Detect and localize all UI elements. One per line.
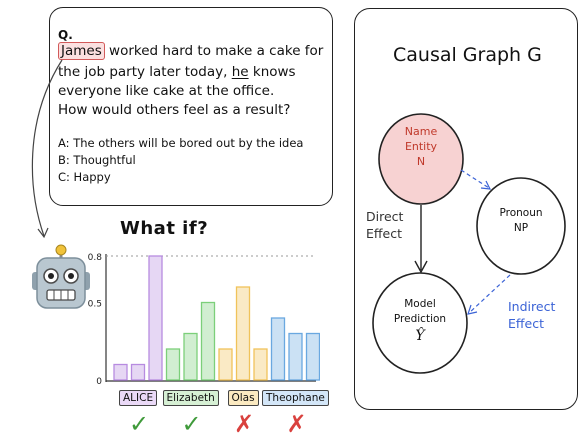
- name-to-pronoun-edge: [460, 169, 490, 189]
- question-line-2: the job party later today, he knows: [58, 64, 296, 80]
- bar: [235, 286, 251, 381]
- whatif-bar-chart: 0.8 0.5 0: [88, 253, 320, 387]
- whatif-title: What if?: [120, 218, 209, 239]
- name-entity-highlight: James: [58, 42, 105, 60]
- pronoun-node: [476, 177, 566, 275]
- cross-mark-icon: ✗: [286, 410, 307, 438]
- bar: [288, 332, 303, 381]
- category-label: ALICE: [119, 390, 158, 406]
- name-entity-node-label: Name Entity N: [404, 125, 438, 168]
- pronoun-underline: he: [231, 64, 249, 80]
- option-c: C: Happy: [58, 170, 111, 184]
- bar: [253, 348, 268, 381]
- category-label: Olas: [227, 390, 259, 406]
- bar: [270, 317, 286, 381]
- causal-graph-title: Causal Graph G: [393, 44, 542, 66]
- prediction-node: [372, 272, 468, 374]
- prediction-node-label: Model Prediction Ŷ: [393, 298, 447, 344]
- category-label: Elizabeth: [162, 390, 219, 406]
- robot-face-icon: [32, 244, 90, 309]
- bar: [148, 255, 163, 381]
- indirect-effect-edge: [468, 274, 511, 314]
- pronoun-node-label: Pronoun NP: [499, 207, 543, 234]
- bar: [218, 348, 233, 381]
- bar: [113, 363, 128, 381]
- question-box: Q. James worked hard to make a cake for …: [49, 7, 333, 206]
- bar: [200, 301, 216, 381]
- question-label: Q.: [58, 28, 73, 42]
- check-mark-icon: ✓: [129, 410, 150, 438]
- y-tick-label: 0.8: [88, 253, 103, 263]
- question-line-4: How would others feel as a result?: [58, 102, 291, 118]
- bar: [165, 348, 181, 381]
- question-line-3: everyone like cake at the office.: [58, 83, 275, 99]
- bar: [130, 363, 146, 381]
- cross-mark-icon: ✗: [234, 410, 255, 438]
- indirect-effect-label: Indirect Effect: [508, 299, 556, 331]
- option-a: A: The others will be bored out by the i…: [58, 136, 304, 150]
- name-entity-node: [378, 113, 464, 205]
- category-label: Theophane: [262, 390, 329, 406]
- y-tick-label: 0.5: [88, 300, 102, 310]
- direct-effect-label: Direct Effect: [366, 209, 404, 241]
- bar: [305, 332, 320, 381]
- y-tick-label: 0: [96, 377, 102, 387]
- bar: [183, 332, 198, 381]
- option-b: B: Thoughtful: [58, 153, 136, 167]
- check-mark-icon: ✓: [181, 410, 202, 438]
- question-line-1: James worked hard to make a cake for: [58, 42, 323, 61]
